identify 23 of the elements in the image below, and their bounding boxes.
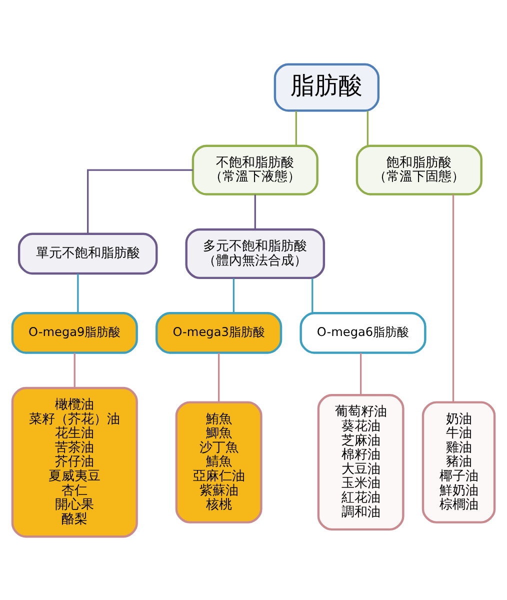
connector xyxy=(366,110,369,146)
node-box: 飽和脂肪酸 （常溫下固態） xyxy=(356,144,482,195)
node-box: O-mega6脂肪酸 xyxy=(300,312,426,354)
node-box: 單元不飽和脂肪酸 xyxy=(18,232,158,274)
node-box: 不飽和脂肪酸 （常溫下液態） xyxy=(192,144,318,195)
node-box: 奶油 牛油 雞油 豬油 椰子油 鮮奶油 棕櫚油 xyxy=(422,400,496,523)
node-box: 脂肪酸 xyxy=(274,62,380,112)
connector xyxy=(254,194,256,229)
connector xyxy=(312,278,314,312)
connector xyxy=(77,273,79,312)
node-box: O-mega9脂肪酸 xyxy=(11,312,138,354)
node-box: 葡萄籽油 葵花油 芝麻油 棉籽油 大豆油 玉米油 紅花油 調和油 xyxy=(317,394,404,530)
node-box: O-mega3脂肪酸 xyxy=(156,312,282,354)
connector xyxy=(232,278,235,312)
connector xyxy=(87,168,193,234)
node-box: 鮪魚 鯽魚 沙丁魚 鯖魚 亞麻仁油 紫蘇油 核桃 xyxy=(175,400,262,523)
connector xyxy=(360,352,362,394)
connector xyxy=(74,352,76,388)
connector xyxy=(452,194,454,402)
connector xyxy=(295,110,297,146)
node-box: 橄欖油 菜籽（芥花）油 花生油 苦茶油 芥仔油 夏威夷豆 杏仁 開心果 酪梨 xyxy=(11,386,138,538)
connector xyxy=(218,352,220,402)
node-box: 多元不飽和脂肪酸 （體內無法合成） xyxy=(185,228,326,279)
